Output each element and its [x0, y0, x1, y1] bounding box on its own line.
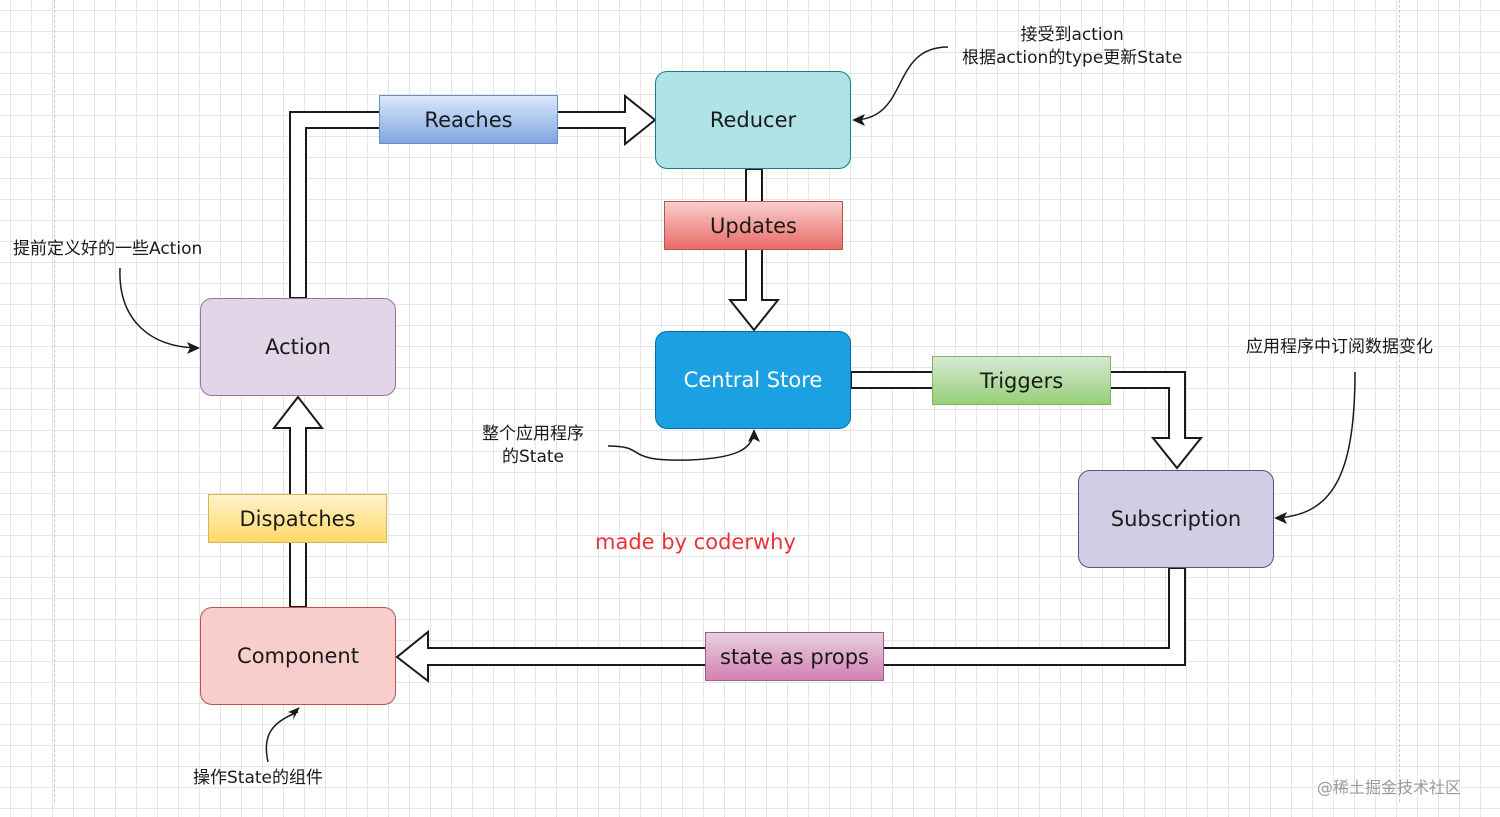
action-note-curve: [119, 267, 198, 349]
central-store-node: Central Store: [655, 331, 851, 429]
subscription-note-arrowhead: [1274, 512, 1287, 524]
reducer-note-line2: 根据action的type更新State: [962, 48, 1183, 68]
dispatches-label-box: Dispatches: [208, 494, 387, 543]
watermark: @稀土掘金技术社区: [1317, 778, 1462, 797]
store-note-line1: 整个应用程序: [482, 424, 584, 444]
subscription-note-curve: [1275, 371, 1356, 519]
component-label: Component: [237, 644, 359, 668]
subscription-note-text: 应用程序中订阅数据变化: [1246, 337, 1433, 357]
store-note-line2: 的State: [502, 447, 564, 467]
reducer-note-curve: [854, 46, 949, 121]
component-note-arrowhead: [288, 707, 300, 720]
central-store-label: Central Store: [683, 368, 823, 392]
credit-text: made by coderwhy: [595, 530, 796, 554]
reducer-note-arrowhead: [852, 114, 865, 126]
component-note-text: 操作State的组件: [193, 768, 323, 788]
reducer-label: Reducer: [709, 108, 797, 132]
reaches-label: Reaches: [424, 107, 513, 132]
state-as-props-label: state as props: [720, 644, 869, 669]
dispatches-label: Dispatches: [239, 506, 356, 531]
reducer-node: Reducer: [655, 71, 851, 169]
reaches-label-box: Reaches: [379, 95, 558, 144]
action-note-text: 提前定义好的一些Action: [13, 239, 203, 259]
updates-label-box: Updates: [664, 201, 843, 250]
page-guide-left: [54, 0, 55, 802]
store-note-curve: [607, 431, 755, 461]
component-node: Component: [200, 607, 396, 705]
store-note-arrowhead: [748, 429, 760, 442]
action-note-arrowhead: [187, 342, 200, 354]
reducer-note: 接受到action 根据action的type更新State: [962, 24, 1182, 70]
state-as-props-label-box: state as props: [705, 632, 884, 681]
store-note: 整个应用程序 的State: [482, 423, 584, 469]
reducer-note-line1: 接受到action: [1020, 25, 1124, 45]
triggers-label-box: Triggers: [932, 356, 1111, 405]
action-label: Action: [265, 335, 331, 359]
action-note: 提前定义好的一些Action: [13, 238, 202, 261]
component-note: 操作State的组件: [193, 767, 323, 790]
page-guide-right: [1399, 0, 1400, 802]
updates-label: Updates: [710, 213, 797, 238]
subscription-node: Subscription: [1078, 470, 1274, 568]
subscription-note: 应用程序中订阅数据变化: [1246, 336, 1433, 359]
action-node: Action: [200, 298, 396, 396]
subscription-label: Subscription: [1110, 507, 1242, 531]
component-note-curve: [265, 711, 299, 763]
triggers-label: Triggers: [979, 368, 1064, 393]
